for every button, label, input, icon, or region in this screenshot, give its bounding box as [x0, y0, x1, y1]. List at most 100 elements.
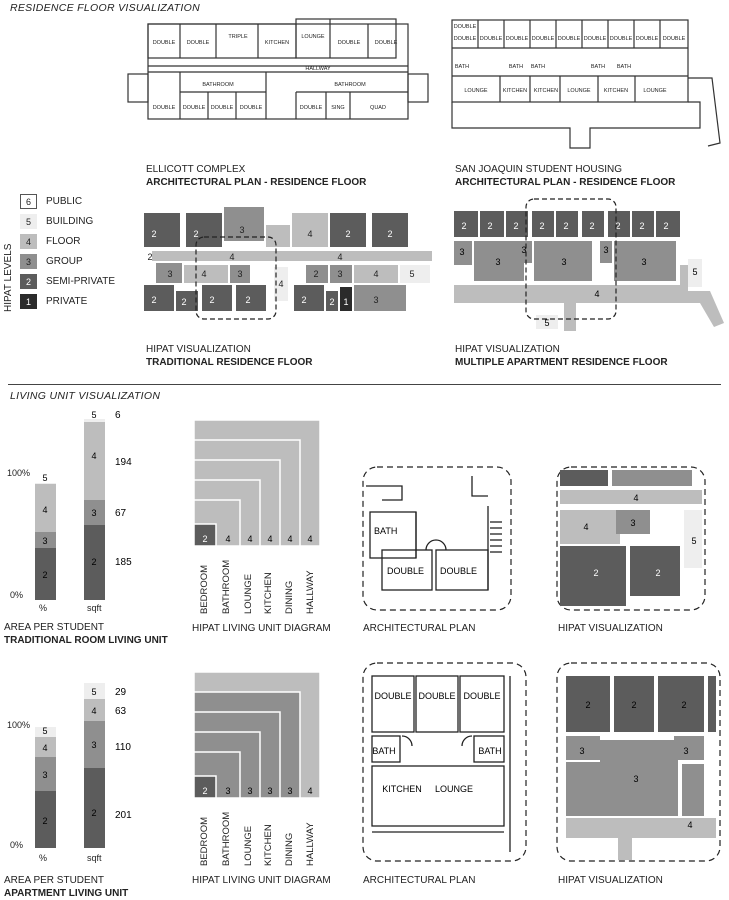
apt-area-chart: 5 4 3 2 5 4 3 2 29 63 110 201: [35, 683, 132, 848]
trad-diagram-caption: HIPAT LIVING UNIT DIAGRAM: [192, 623, 331, 634]
diagram-level-label: 4: [307, 534, 312, 544]
hipat-block: [454, 241, 472, 265]
diagram-room-label: KITCHEN: [263, 824, 274, 866]
diagram-level-label: 3: [287, 786, 292, 796]
hipat-block-label: 4: [307, 229, 312, 239]
apt-pct-level-label: 2: [42, 816, 47, 826]
hipat-block-label: 2: [681, 700, 686, 710]
ellicott-room-label: DOUBLE: [183, 105, 206, 111]
apt-pct-segment: [35, 791, 56, 848]
hipat-block: [534, 241, 592, 281]
hipat-block-label: 3: [337, 269, 342, 279]
hipat-trad-caption: HIPAT VISUALIZATION TRADITIONAL RESIDENC…: [146, 343, 312, 369]
apt-pct-axis-label: %: [39, 853, 48, 863]
hipat-trad-sub: TRADITIONAL RESIDENCE FLOOR: [146, 357, 313, 368]
plan-room-label: DOUBLE: [463, 691, 500, 701]
plan-room-label: DOUBLE: [387, 566, 424, 576]
apt-pct-level-label: 3: [42, 770, 47, 780]
hipat-block-label: 2: [313, 269, 318, 279]
legend-swatch: 4: [20, 234, 37, 249]
trad-sqft-segment: [84, 525, 105, 600]
sj-room-label: DOUBLE: [454, 36, 477, 42]
apt-sqft-segment: [84, 768, 105, 848]
hipat-block-label: 2: [589, 221, 594, 231]
hipat-block: [556, 211, 578, 237]
hipat-block: [614, 676, 654, 732]
hipat-block-label: 5: [692, 267, 697, 277]
hipat-block-label: 2: [539, 221, 544, 231]
unit-highlight-box: [195, 236, 277, 320]
trad-pct-level-label: 2: [42, 570, 47, 580]
hipat-block: [560, 510, 620, 544]
hipat-block: [156, 263, 182, 283]
sj-room-label: BATH: [455, 64, 469, 70]
apt-pct-zero-label: 0%: [10, 840, 24, 850]
hipat-block-label: 2: [593, 568, 598, 578]
diagram-room-label: KITCHEN: [263, 572, 274, 614]
hipat-block: [330, 265, 352, 283]
sj-room-label: BATH: [591, 64, 605, 70]
plan-room-label: DOUBLE: [440, 566, 477, 576]
ellicott-room-label: DOUBLE: [153, 40, 176, 46]
hipat-block-label: 3: [561, 257, 566, 267]
diagram-core: [193, 523, 217, 547]
legend-row-public: 6 PUBLIC: [20, 193, 82, 210]
legend-row-building: 5 BUILDING: [20, 213, 93, 230]
apt-sqft-level-label: 4: [91, 706, 96, 716]
apt-unit-hipat: 2 2 2 3 3 3 4: [556, 662, 721, 862]
hipat-block: [474, 241, 524, 281]
hipat-block: [682, 764, 704, 816]
apt-sqft-value: 29: [115, 687, 127, 698]
hipat-block-label: 4: [373, 269, 378, 279]
hipat-block: [340, 287, 352, 311]
hipat-block: [684, 510, 702, 568]
trad-sqft-segment: [84, 422, 105, 500]
trad-pct-level-label: 4: [42, 505, 47, 515]
hipat-block-label: 4: [594, 289, 599, 299]
ellicott-room-label: DOUBLE: [187, 40, 210, 46]
diagram-level-label: 4: [307, 786, 312, 796]
trad-sqft-axis-label: sqft: [87, 603, 102, 613]
legend-swatch: 2: [20, 274, 37, 289]
hipat-block: [186, 213, 222, 247]
hipat-block-label: 2: [639, 221, 644, 231]
apt-plan-caption: ARCHITECTURAL PLAN: [363, 875, 476, 886]
trad-caption-a: AREA PER STUDENT: [4, 622, 105, 633]
diagram-room-label: LOUNGE: [243, 825, 254, 866]
apt-diagram-caption: HIPAT LIVING UNIT DIAGRAM: [192, 875, 331, 886]
plan-room-label: BATH: [478, 746, 501, 756]
hipat-block-label: 4: [201, 269, 206, 279]
sanjoaquin-caption: SAN JOAQUIN STUDENT HOUSING ARCHITECTURA…: [455, 163, 675, 189]
ellicott-room-label: QUAD: [370, 105, 386, 111]
sj-room-label: BATH: [531, 64, 545, 70]
ellicott-caption: ELLICOTT COMPLEX ARCHITECTURAL PLAN - RE…: [146, 163, 366, 189]
hipat-block: [600, 740, 678, 816]
ellicott-room-label: DOUBLE: [338, 40, 361, 46]
trad-pct-segment: [35, 548, 56, 600]
apt-pct-segment: [35, 757, 56, 791]
diagram-room-label: BEDROOM: [199, 564, 210, 614]
hipat-block-label: 4: [583, 522, 588, 532]
trad-pct-segment: [35, 483, 56, 484]
hipat-block: [614, 241, 676, 281]
apt-sqft-level-label: 2: [91, 808, 96, 818]
sj-room-label: DOUBLE: [454, 24, 477, 30]
sj-room-label: LOUNGE: [464, 88, 488, 94]
trad-pct-level-label: 5: [42, 473, 47, 483]
apt-caption-b: APARTMENT LIVING UNIT: [4, 888, 129, 899]
ellicott-room-label: DOUBLE: [240, 105, 263, 111]
diagram-level-label: 4: [247, 534, 252, 544]
diagram-level-label: 2: [202, 534, 207, 544]
hipat-block: [266, 225, 290, 247]
trad-pct-segment: [35, 532, 56, 548]
hipat-block: [566, 762, 600, 816]
apt-pct-level-label: 5: [42, 726, 47, 736]
ellicott-room-label: BATHROOM: [202, 82, 234, 88]
hipat-corridor: [566, 818, 716, 838]
hipat-block: [582, 211, 604, 237]
hipat-block: [454, 211, 478, 237]
trad-unit-diagram: 2 4 4 4 4 4: [193, 419, 321, 547]
trad-sqft-segment: [84, 419, 105, 422]
apt-sqft-value: 110: [115, 742, 131, 753]
plan-room-label: BATH: [374, 526, 397, 536]
